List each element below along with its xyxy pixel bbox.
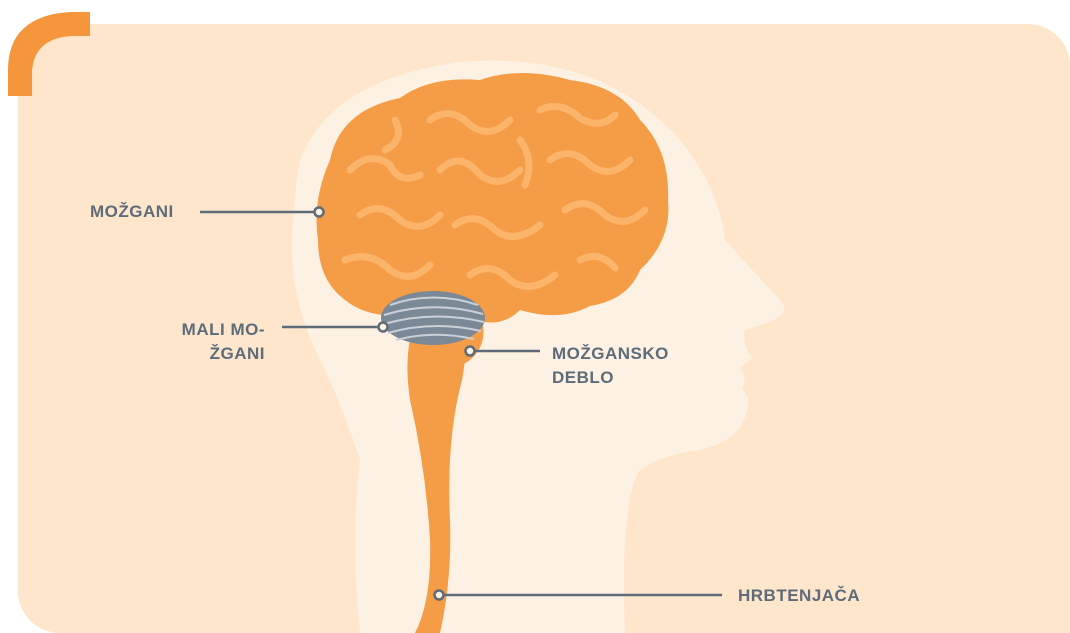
label-brainstem: MOŽGANSKO DEBLO <box>552 342 669 390</box>
label-brainstem-line1: MOŽGANSKO <box>552 342 669 366</box>
leader-dot-brainstem <box>466 347 475 356</box>
cerebrum <box>317 73 669 323</box>
label-spinal-cord-text: HRBTENJAČA <box>738 584 860 608</box>
label-cerebrum-text: MOŽGANI <box>90 200 174 224</box>
cerebellum <box>381 291 485 345</box>
label-cerebrum: MOŽGANI <box>90 200 174 224</box>
label-cerebellum-line1: MALI MO- <box>165 318 265 342</box>
label-spinal-cord: HRBTENJAČA <box>738 584 860 608</box>
label-cerebellum-line2: ŽGANI <box>165 342 265 366</box>
leader-dot-cerebrum <box>315 208 324 217</box>
leader-dot-spine <box>435 591 444 600</box>
label-cerebellum: MALI MO- ŽGANI <box>165 318 265 366</box>
label-brainstem-line2: DEBLO <box>552 366 669 390</box>
leader-dot-cerebellum <box>379 323 388 332</box>
